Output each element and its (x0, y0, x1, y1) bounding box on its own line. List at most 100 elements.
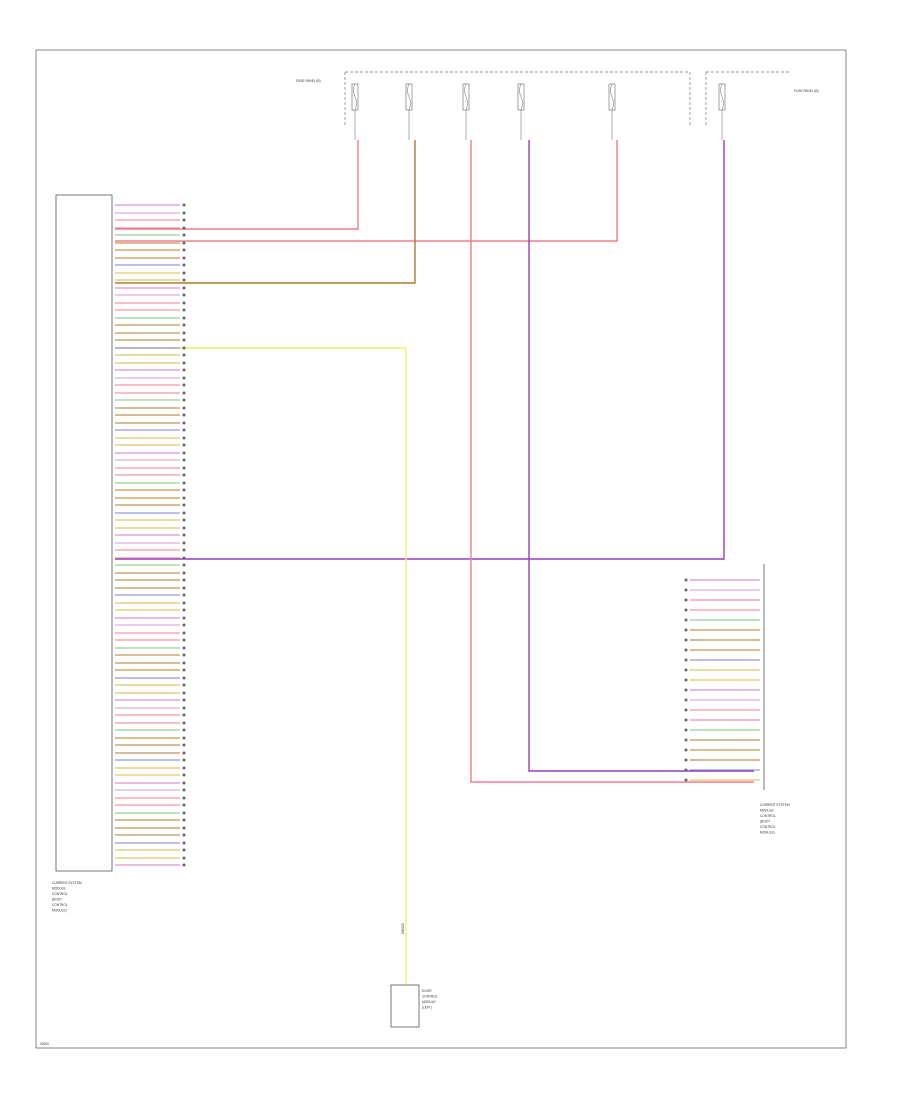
left-pin-row (115, 406, 186, 410)
left-pin-dot (182, 353, 186, 357)
left-pin-dot (182, 736, 186, 740)
right-pin-dot (684, 588, 688, 592)
left-connector-label-line: CONTROL (52, 892, 68, 896)
fuse-3 (462, 83, 470, 140)
left-pin-row (115, 743, 186, 747)
right-pin-dot (684, 648, 688, 652)
left-pin-dot (182, 841, 186, 845)
left-pin-row (115, 578, 186, 582)
fuse-2 (405, 83, 413, 140)
left-pin-dot (182, 376, 186, 380)
left-pin-row (115, 541, 186, 545)
left-pin-row (115, 758, 186, 762)
left-pin-dot (182, 278, 186, 282)
left-pin-row (115, 616, 186, 620)
footer-code: 00000 (40, 1042, 49, 1046)
left-pin-row (115, 241, 186, 245)
left-pin-row (115, 293, 186, 297)
right-connector-label-line: MODULE (760, 809, 774, 813)
left-pin-row (115, 848, 186, 852)
wire-purple-2 (528, 140, 754, 772)
left-pin-row (115, 773, 186, 777)
left-pin-dot (182, 751, 186, 755)
right-pin-dot (684, 708, 688, 712)
right-pin-dot (684, 718, 688, 722)
left-pin-dot (182, 826, 186, 830)
left-pin-row (115, 683, 186, 687)
wire-brown-1 (115, 140, 416, 284)
left-pin-dot (182, 698, 186, 702)
right-pin-row (684, 628, 760, 632)
left-connector-label-line: (BODY (52, 898, 63, 902)
left-pin-dot (182, 623, 186, 627)
right-pin-row (684, 768, 760, 772)
left-pin-row (115, 256, 186, 260)
left-pin-row (115, 226, 186, 230)
fuse-1 (351, 83, 359, 140)
door-module-label-line: CONTROL (422, 995, 438, 999)
left-pin-row (115, 653, 186, 657)
left-pin-row (115, 638, 186, 642)
left-pin-row (115, 398, 186, 402)
left-pin-dot (182, 691, 186, 695)
left-pin-row (115, 308, 186, 312)
left-pin-row (115, 818, 186, 822)
left-pin-dot (182, 758, 186, 762)
left-pin-dot (182, 518, 186, 522)
right-pin-row (684, 708, 760, 712)
left-connector-rows (115, 203, 186, 867)
left-pin-row (115, 788, 186, 792)
left-pin-dot (182, 728, 186, 732)
right-pin-row (684, 728, 760, 732)
left-pin-dot (182, 811, 186, 815)
right-connector-rows (684, 578, 760, 782)
left-pin-row (115, 548, 186, 552)
left-pin-dot (182, 833, 186, 837)
left-pin-dot (182, 203, 186, 207)
left-pin-row (115, 443, 186, 447)
left-pin-dot (182, 406, 186, 410)
left-pin-dot (182, 361, 186, 365)
right-pin-dot (684, 658, 688, 662)
left-pin-row (115, 511, 186, 515)
left-pin-dot (182, 248, 186, 252)
left-pin-dot (182, 796, 186, 800)
right-pin-dot (684, 738, 688, 742)
left-pin-dot (182, 293, 186, 297)
wire-purple-1 (115, 140, 725, 560)
left-pin-row (115, 391, 186, 395)
left-pin-row (115, 586, 186, 590)
left-pin-row (115, 556, 186, 560)
left-pin-dot (182, 421, 186, 425)
left-pin-row (115, 608, 186, 612)
left-pin-dot (182, 526, 186, 530)
left-pin-dot (182, 473, 186, 477)
left-pin-dot (182, 271, 186, 275)
right-pin-row (684, 638, 760, 642)
left-pin-dot (182, 331, 186, 335)
left-pin-row (115, 331, 186, 335)
left-pin-dot (182, 781, 186, 785)
right-pin-dot (684, 668, 688, 672)
left-pin-dot (182, 713, 186, 717)
left-pin-dot (182, 706, 186, 710)
left-pin-row (115, 323, 186, 327)
left-pin-dot (182, 661, 186, 665)
left-pin-row (115, 316, 186, 320)
left-connector-label-line: CURRENT SYSTEM (52, 881, 82, 885)
left-pin-row (115, 863, 186, 867)
left-pin-row (115, 286, 186, 290)
right-pin-row (684, 678, 760, 682)
left-pin-dot (182, 803, 186, 807)
fuse-boxes (344, 71, 790, 140)
right-pin-dot (684, 628, 688, 632)
fuse-4 (517, 83, 525, 140)
left-pin-dot (182, 301, 186, 305)
left-pin-dot (182, 496, 186, 500)
left-pin-row (115, 203, 186, 207)
left-pin-dot (182, 563, 186, 567)
left-pin-dot (182, 451, 186, 455)
fuse-element-icon (519, 83, 523, 111)
left-pin-dot (182, 211, 186, 215)
